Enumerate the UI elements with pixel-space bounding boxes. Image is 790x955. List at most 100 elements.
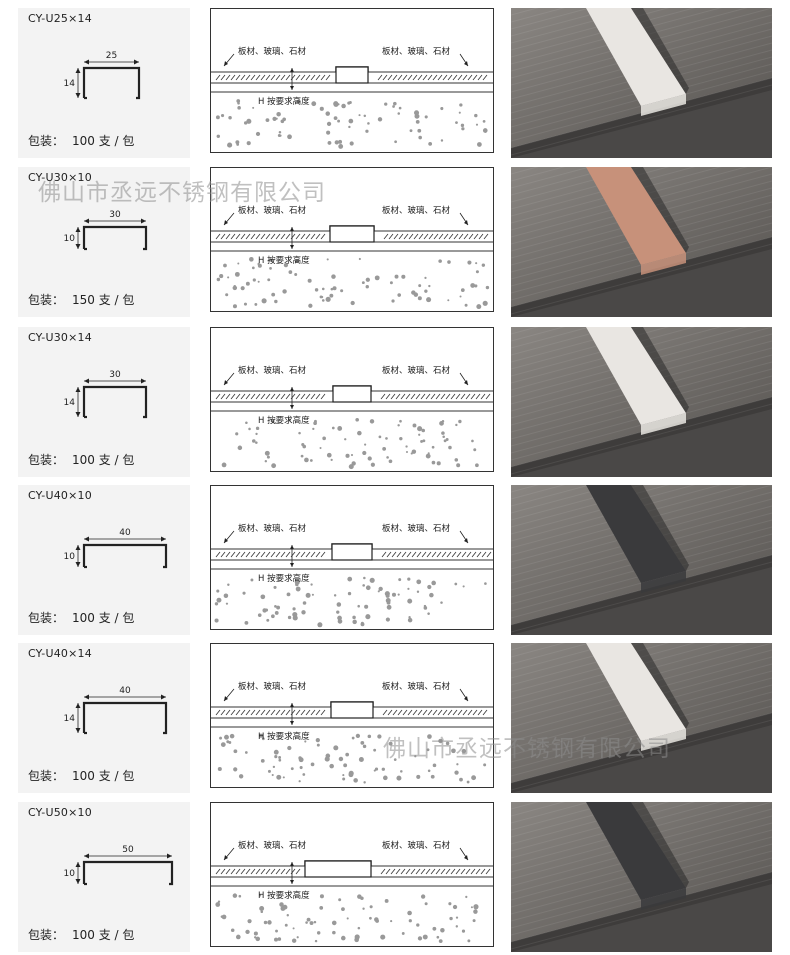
profile-drawing: 40 14 [64, 686, 168, 735]
packaging-info: 包装： 100 支 / 包 [28, 926, 134, 943]
diagram-frame [210, 485, 494, 630]
hatch-pattern [215, 74, 488, 81]
u-strip [586, 802, 686, 900]
product-row: CY-U50×10 50 10 包装： 100 支 / 包 H 按要求高度 板材、玻璃、石材… [0, 802, 790, 955]
height-arrows [75, 227, 81, 249]
packaging-info: 包装：150 支 / 包 [28, 291, 134, 308]
u-profile-outline [82, 860, 174, 886]
packaging-value: 100 支 / 包 [72, 453, 135, 467]
height-arrows [75, 545, 81, 567]
packaging-label: 包装： [28, 611, 65, 625]
model-code: CY-U40×14 [28, 647, 92, 660]
product-photo [511, 802, 772, 952]
hatch-pattern [215, 709, 488, 716]
model-code: CY-U25×14 [28, 12, 92, 25]
concrete-texture [221, 417, 479, 470]
u-profile-outline [82, 385, 148, 419]
height-label: 10 [64, 869, 76, 879]
packaging-value: 100 支 / 包 [72, 769, 135, 783]
packaging-label: 包装： [28, 928, 65, 942]
installation-diagram: H 按要求高度 板材、玻璃、石材 板材、玻璃、石材 [210, 485, 494, 635]
material-label-right: 板材、玻璃、石材 [382, 523, 451, 534]
installation-diagram: H 按要求高度板材、玻璃、石材板材、玻璃、石材 [210, 643, 494, 793]
material-label-left: 板材、玻璃、石材 [238, 365, 307, 376]
model-code: CY-U30×14 [28, 331, 92, 344]
installation-diagram: H 按要求高度 板材、玻璃、石材 板材、玻璃、石材 [210, 327, 494, 477]
height-note: H 按要求高度 [258, 573, 310, 584]
diagram-frame [210, 802, 494, 947]
spec-panel: CY-U50×10 50 10 包装： 100 支 / 包 [18, 802, 190, 952]
spec-panel: CY-U40×14 40 14 包装： 100 支 / 包 [18, 643, 190, 793]
packaging-value: 100 支 / 包 [72, 134, 135, 148]
u-profile-outline [82, 66, 141, 100]
packaging-value: 100 支 / 包 [72, 611, 135, 625]
material-label-left: 板材、玻璃、石材 [238, 46, 307, 57]
height-label: 10 [64, 234, 76, 244]
material-label-right: 板材、玻璃、石材 [382, 365, 451, 376]
packaging-label: 包装： [28, 134, 65, 148]
profile-drawing: 25 14 [64, 51, 141, 100]
u-strip [586, 167, 686, 265]
width-label: 40 [119, 686, 131, 696]
u-profile-outline [82, 701, 168, 735]
height-label: 14 [64, 714, 76, 724]
packaging-info: 包装： 100 支 / 包 [28, 132, 134, 149]
hatch-pattern [215, 233, 489, 240]
product-row: CY-U25×14 25 14 包装： 100 支 / 包 H 按要求高度 板材、玻璃、石材… [0, 8, 790, 161]
u-strip [586, 643, 686, 741]
concrete-texture [215, 99, 488, 149]
width-label: 30 [109, 210, 121, 220]
packaging-label: 包装： [28, 769, 65, 783]
concrete-texture [215, 893, 479, 944]
material-label-right: 板材、玻璃、石材 [382, 205, 451, 216]
hatch-pattern [215, 551, 492, 558]
product-photo [511, 167, 772, 317]
profile-drawing: 50 10 [64, 845, 174, 886]
width-label: 30 [109, 370, 121, 380]
height-arrows [75, 862, 81, 884]
model-code: CY-U30×10 [28, 171, 92, 184]
concrete-texture [217, 733, 487, 784]
product-photo [511, 8, 772, 158]
hatch-pattern [215, 393, 491, 400]
packaging-info: 包装： 100 支 / 包 [28, 609, 134, 626]
packaging-value: 100 支 / 包 [72, 928, 135, 942]
width-label: 50 [122, 845, 134, 855]
height-label: 10 [64, 552, 76, 562]
packaging-info: 包装： 100 支 / 包 [28, 767, 134, 784]
product-row: CY-U40×14 40 14 包装： 100 支 / 包 H 按要求高度板材、玻璃、石材… [0, 643, 790, 796]
model-code: CY-U50×10 [28, 806, 92, 819]
concrete-texture [216, 256, 490, 310]
u-strip [586, 327, 686, 425]
height-note: H 按要求高度 [258, 731, 310, 742]
width-label: 25 [106, 51, 117, 61]
product-photo [511, 643, 772, 793]
height-note: H 按要求高度 [258, 255, 310, 266]
height-note: H 按要求高度 [258, 890, 310, 901]
material-label-left: 板材、玻璃、石材 [238, 205, 307, 216]
u-profile-outline [82, 225, 148, 251]
height-note: H 按要求高度 [258, 415, 310, 426]
spec-panel: CY-U25×14 25 14 包装： 100 支 / 包 [18, 8, 190, 158]
product-photo [511, 485, 772, 635]
u-strip [586, 485, 686, 583]
installation-diagram: H 按要求高度板材、玻璃、石材板材、玻璃、石材 [210, 802, 494, 952]
height-label: 14 [64, 79, 76, 89]
packaging-value: 150 支 / 包 [72, 293, 135, 307]
material-label-left: 板材、玻璃、石材 [238, 523, 307, 534]
u-profile-outline [82, 543, 168, 569]
spec-panel: CY-U30×10 30 10 包装：150 支 / 包 [18, 167, 190, 317]
material-label-right: 板材、玻璃、石材 [382, 840, 451, 851]
packaging-info: 包装： 100 支 / 包 [28, 451, 134, 468]
height-note: H 按要求高度 [258, 96, 310, 107]
product-photo [511, 327, 772, 477]
product-row: CY-U30×10 30 10 包装：150 支 / 包 H 按要求高度 板材、玻璃、石材… [0, 167, 790, 320]
packaging-label: 包装： [28, 453, 65, 467]
concrete-texture [214, 576, 487, 628]
